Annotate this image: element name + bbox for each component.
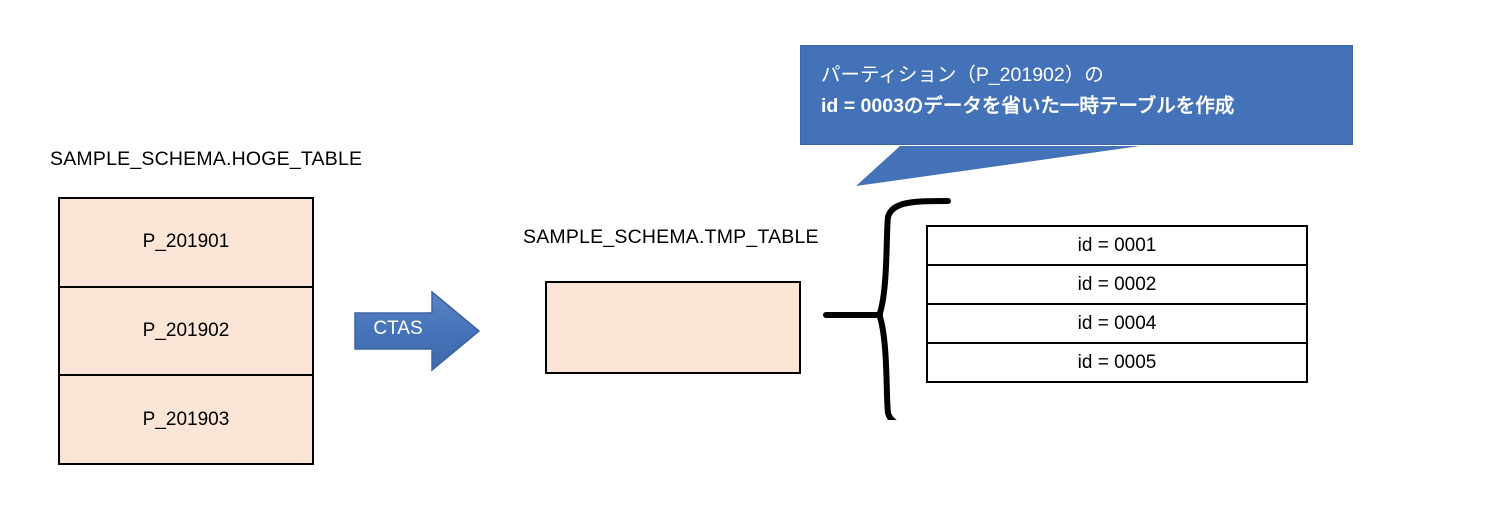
- right-arrow-icon: [354, 290, 481, 372]
- partition-row: P_201902: [60, 288, 312, 377]
- partition-row: P_201903: [142, 408, 230, 430]
- source-table-caption: SAMPLE_SCHEMA.HOGE_TABLE: [50, 148, 363, 170]
- partition-row: P_201901: [60, 199, 312, 288]
- table-row: id = 0005: [1077, 351, 1157, 373]
- callout-balloon: パーティション（P_201902）の id = 0003のデータを省いた一時テー…: [800, 45, 1353, 145]
- tmp-table-caption: SAMPLE_SCHEMA.TMP_TABLE: [523, 226, 819, 248]
- table-row: id = 0001: [928, 227, 1306, 266]
- source-partition-table: P_201901 P_201902 P_201903: [58, 197, 314, 465]
- row-listing-table: id = 0001 id = 0002 id = 0004 id = 0005: [926, 225, 1308, 383]
- table-row: id = 0004: [928, 305, 1306, 344]
- callout-line-2: id = 0003のデータを省いた一時テーブルを作成: [821, 94, 1235, 117]
- table-row: id = 0002: [928, 266, 1306, 305]
- ctas-arrow: CTAS: [354, 288, 481, 374]
- callout-tail: [840, 138, 1160, 194]
- tmp-table-box: [545, 281, 801, 374]
- callout-line-1: パーティション（P_201902）の: [821, 64, 1104, 86]
